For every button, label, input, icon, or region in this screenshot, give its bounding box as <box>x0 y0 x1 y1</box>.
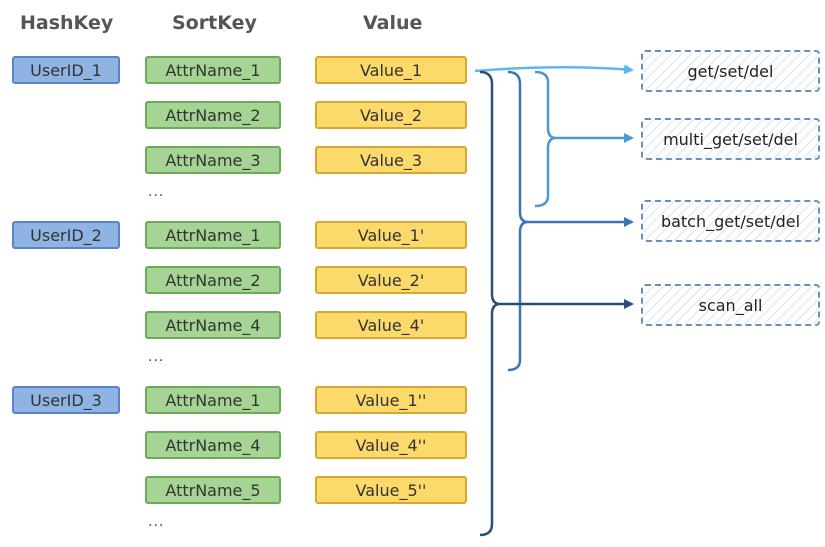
op-get-set-del: get/set/del <box>641 50 820 92</box>
sortkey-box: AttrName_1 <box>145 386 281 414</box>
sortkey-box: AttrName_5 <box>145 476 281 504</box>
value-box: Value_4'' <box>315 431 467 459</box>
sortkey-box: AttrName_1 <box>145 221 281 249</box>
sortkey-box: AttrName_2 <box>145 266 281 294</box>
ellipsis: ... <box>148 349 165 365</box>
value-box: Value_5'' <box>315 476 467 504</box>
op-batch-get-set-del: batch_get/set/del <box>641 200 820 242</box>
value-box: Value_2 <box>315 101 467 129</box>
value-box: Value_1 <box>315 56 467 84</box>
batch-get-brace <box>507 70 529 372</box>
value-box: Value_3 <box>315 146 467 174</box>
sortkey-header: SortKey <box>172 12 257 34</box>
hashkey-box: UserID_3 <box>12 386 120 414</box>
ellipsis: ... <box>148 514 165 530</box>
get-arrow <box>474 64 634 75</box>
sortkey-box: AttrName_4 <box>145 311 281 339</box>
value-box: Value_1'' <box>315 386 467 414</box>
sortkey-box: AttrName_4 <box>145 431 281 459</box>
op-multi-get-set-del: multi_get/set/del <box>641 118 820 160</box>
sortkey-box: AttrName_3 <box>145 146 281 174</box>
multi-get-brace <box>534 70 557 208</box>
scan-all-brace <box>479 70 501 537</box>
sortkey-box: AttrName_2 <box>145 101 281 129</box>
value-box: Value_2' <box>315 266 467 294</box>
ellipsis: ... <box>148 184 165 200</box>
value-box: Value_1' <box>315 221 467 249</box>
value-box: Value_4' <box>315 311 467 339</box>
sortkey-box: AttrName_1 <box>145 56 281 84</box>
value-header: Value <box>363 12 423 34</box>
hashkey-box: UserID_1 <box>12 56 120 84</box>
hashkey-header: HashKey <box>20 12 114 34</box>
op-scan-all: scan_all <box>641 284 820 326</box>
hashkey-box: UserID_2 <box>12 221 120 249</box>
